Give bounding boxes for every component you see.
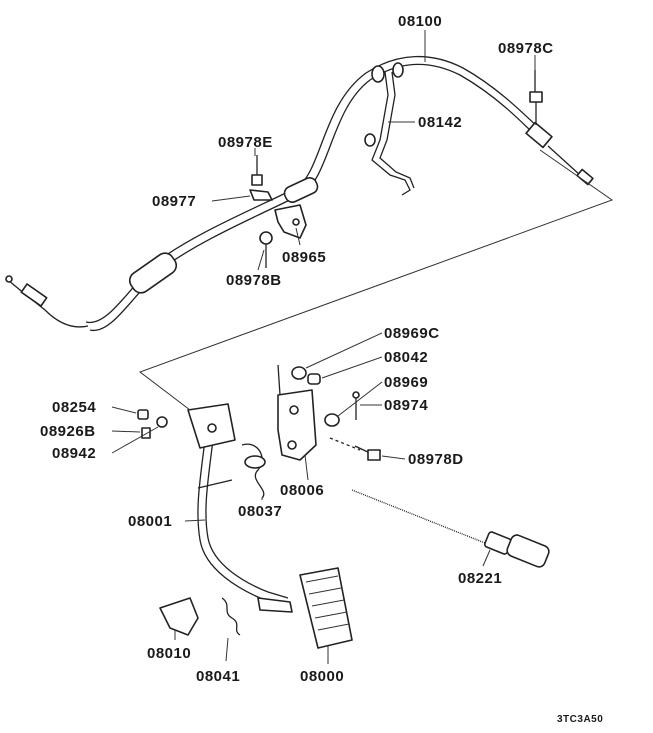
clip-08977 — [249, 189, 273, 201]
label-08977: 08977 — [152, 193, 196, 210]
label-08142: 08142 — [418, 114, 462, 131]
label-08969C: 08969C — [384, 325, 440, 342]
clip-08254 — [137, 409, 149, 420]
label-08010: 08010 — [147, 645, 191, 662]
nut-08926B — [141, 427, 151, 439]
label-08969: 08969 — [384, 374, 428, 391]
leader-lines — [111, 30, 536, 664]
bolt-08978D — [329, 437, 381, 461]
pedal-pad-08000 — [299, 567, 353, 649]
spring-08041 — [221, 597, 241, 636]
cable-sleeve — [283, 177, 319, 203]
label-08978E: 08978E — [218, 134, 273, 151]
label-08100: 08100 — [398, 13, 442, 30]
part-labels: 08100 08978C 08142 08978E 08977 08965 08… — [40, 13, 603, 725]
cable-assembly — [5, 55, 594, 332]
label-08254: 08254 — [52, 399, 96, 416]
bracket-08006 — [277, 364, 317, 461]
bracket-08965 — [274, 204, 307, 239]
bolt-08978B — [259, 231, 273, 268]
spring-08037 — [241, 443, 266, 499]
bolt-08978C — [529, 70, 543, 125]
label-08978C: 08978C — [498, 40, 554, 57]
washer-08969C — [291, 366, 307, 380]
label-08978B: 08978B — [226, 272, 282, 289]
stopper-08010 — [159, 597, 199, 636]
nut-08942 — [156, 416, 168, 428]
pin-08974 — [352, 391, 360, 420]
pedal-stopper — [257, 597, 293, 613]
cable-end-spring — [20, 283, 48, 307]
label-08037: 08037 — [238, 503, 282, 520]
cable-knob — [506, 534, 550, 568]
cable-grommet — [128, 252, 178, 294]
label-08974: 08974 — [384, 397, 428, 414]
cable-08221 — [351, 489, 550, 568]
pedal-arm-08001 — [187, 403, 293, 613]
label-08221: 08221 — [458, 570, 502, 587]
label-08041: 08041 — [196, 668, 240, 685]
bushing-08042 — [307, 373, 321, 385]
label-08042: 08042 — [384, 349, 428, 366]
assembly-outline — [138, 149, 614, 411]
bolt-08978E — [251, 155, 263, 186]
cable-end-fitting — [525, 121, 553, 149]
diagram-code: 3TC3A50 — [557, 714, 603, 725]
washer-08969 — [324, 413, 340, 427]
label-08942: 08942 — [52, 445, 96, 462]
bracket-08142 — [364, 62, 415, 196]
label-08926B: 08926B — [40, 423, 96, 440]
label-08965: 08965 — [282, 249, 326, 266]
label-08000: 08000 — [300, 668, 344, 685]
label-08978D: 08978D — [408, 451, 464, 468]
label-08001: 08001 — [128, 513, 172, 530]
label-08006: 08006 — [280, 482, 324, 499]
